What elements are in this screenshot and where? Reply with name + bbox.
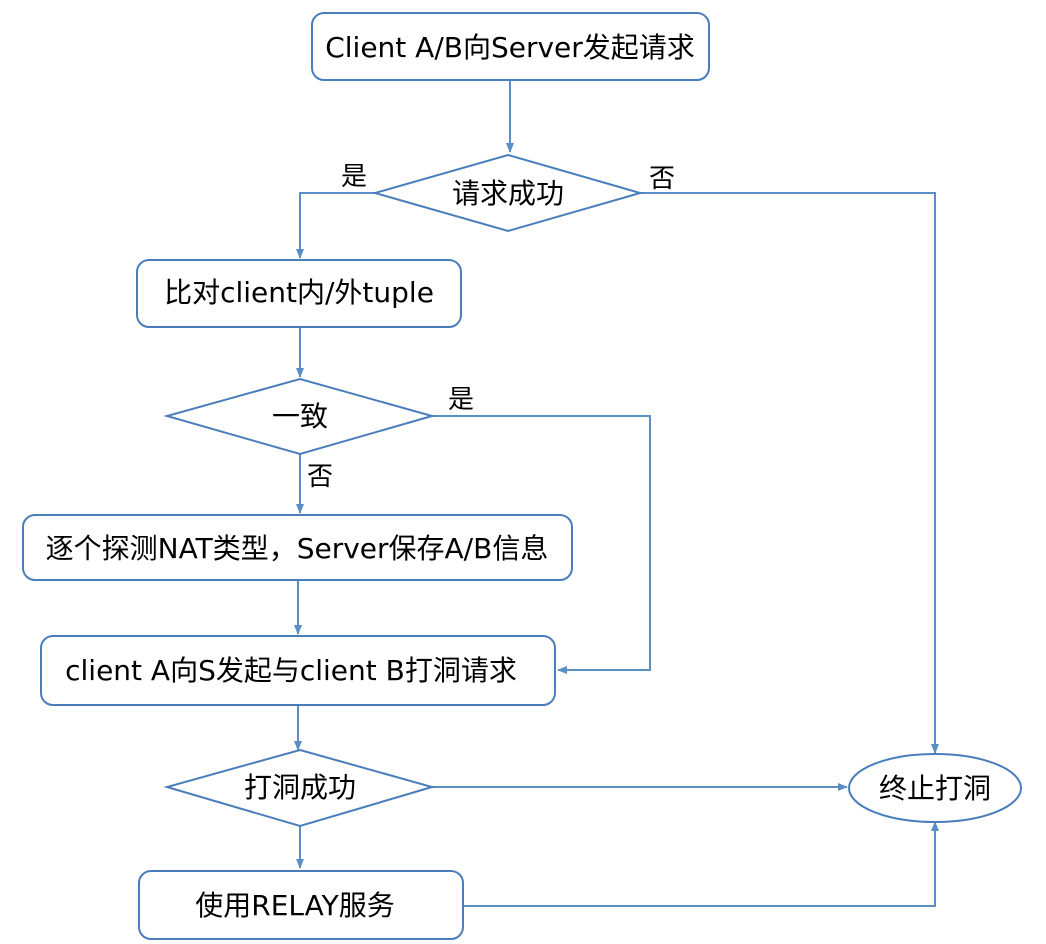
decision-punch-success-label: 打洞成功 — [244, 771, 356, 804]
node-terminate-label: 终止打洞 — [879, 772, 991, 805]
node-terminate — [848, 753, 1022, 823]
edge-request-yes-to-compare — [296, 192, 375, 259]
node-compare-tuple-label: 比对client内/外tuple — [164, 276, 434, 309]
label-consistent-no: 否 — [307, 462, 333, 492]
node-probe-nat-label: 逐个探测NAT类型，Server保存A/B信息 — [46, 532, 549, 565]
label-consistent-yes: 是 — [448, 385, 474, 415]
edge-relay-to-terminate — [463, 821, 939, 907]
label-request-no: 否 — [649, 164, 675, 194]
node-compare-tuple — [136, 259, 462, 328]
label-request-yes: 是 — [341, 162, 367, 192]
node-request-server-label: Client A/B向Server发起请求 — [325, 31, 695, 64]
node-use-relay-label: 使用RELAY服务 — [195, 889, 394, 922]
decision-consistent — [163, 377, 436, 456]
decision-consistent-label: 一致 — [272, 400, 328, 433]
decision-request-success-label: 请求成功 — [452, 177, 564, 210]
decision-request-success — [371, 153, 644, 233]
node-punch-request-label: client A向S发起与client B打洞请求 — [65, 654, 517, 687]
node-use-relay — [138, 870, 464, 940]
node-punch-request — [40, 635, 556, 706]
edge-consistent-yes-to-punch — [432, 415, 651, 674]
edge-request-no-to-terminate — [640, 192, 939, 754]
node-probe-nat — [22, 514, 573, 581]
node-request-server — [311, 12, 710, 81]
decision-punch-success — [163, 748, 436, 828]
